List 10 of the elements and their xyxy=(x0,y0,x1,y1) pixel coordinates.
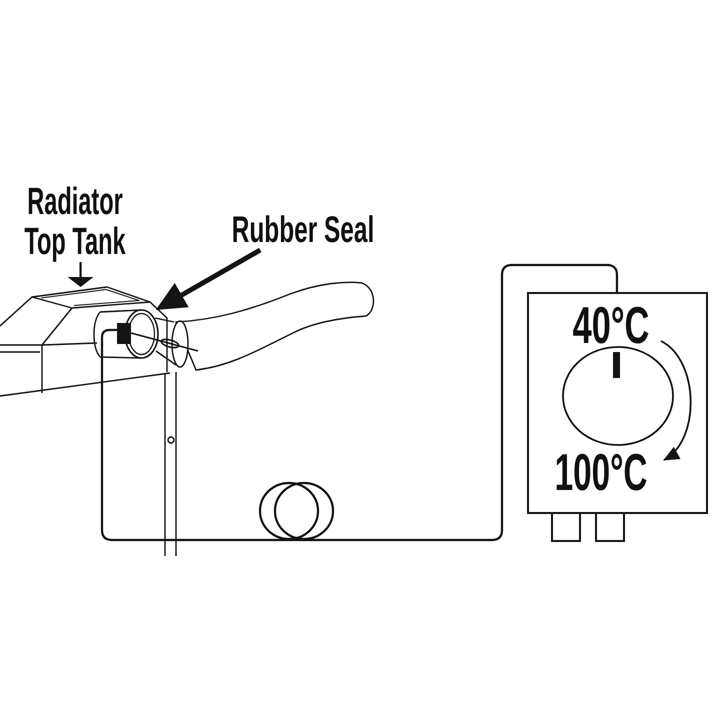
part-label: Rubber Seal xyxy=(232,210,374,250)
leader-arrow xyxy=(156,248,262,310)
temperature-label: 40°C xyxy=(572,303,650,350)
radiator-tank-top xyxy=(31,286,151,309)
part-label: Radiator Top Tank xyxy=(19,182,131,262)
leader-arrow xyxy=(68,262,94,287)
temperature-label: 100°C xyxy=(554,450,648,497)
sensor-block xyxy=(117,323,131,344)
wire xyxy=(100,264,618,542)
control-box xyxy=(527,292,708,514)
